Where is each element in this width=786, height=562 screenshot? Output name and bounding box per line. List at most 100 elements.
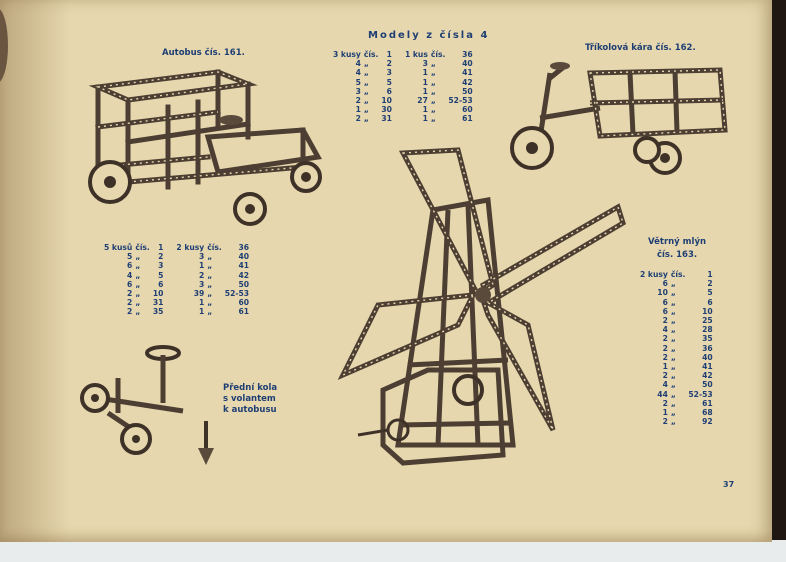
windmill-parts-row: 2„61 [640, 399, 716, 408]
part-cell: 6 [662, 297, 668, 307]
part-cell: 42 [462, 77, 473, 87]
part-cell: 31 [381, 114, 392, 124]
part-cell: „ [207, 270, 213, 280]
part-cell: „ [135, 289, 141, 299]
part-cell: „ [670, 325, 676, 335]
windmill-parts-row: 10„5 [640, 288, 716, 297]
part-cell: 2 kusy [640, 270, 668, 279]
part-cell: 3 [198, 252, 205, 262]
part-cell: „ [670, 352, 676, 362]
part-cell: 36 [462, 50, 473, 59]
part-cell: 44 [657, 389, 668, 399]
part-cell: 35 [152, 307, 164, 317]
part-cell: „ [363, 96, 369, 106]
windmill-parts-row: 2„25 [640, 316, 716, 325]
part-cell: „ [670, 316, 676, 326]
part-cell: 61 [702, 398, 713, 408]
part-cell: 28 [702, 325, 713, 335]
part-cell: „ [135, 270, 141, 280]
part-cell: 41 [238, 261, 250, 271]
part-cell: 36 [702, 343, 713, 353]
part-cell: 3 kusy [333, 50, 361, 59]
windmill-parts-row: 2„42 [640, 371, 716, 380]
part-cell: 6 [158, 279, 164, 289]
bus-model-drawing [88, 69, 322, 226]
part-cell: 50 [238, 279, 250, 289]
part-cell: 60 [238, 298, 250, 308]
part-cell: 2 [127, 307, 133, 317]
part-cell: 3 [422, 59, 428, 69]
windmill-parts-row: 6„10 [640, 307, 716, 316]
part-cell: 2 kusy [176, 243, 205, 252]
part-cell: 50 [462, 86, 473, 96]
part-cell: 6 [127, 279, 133, 289]
part-cell: 6 [662, 306, 668, 316]
front-wheels-caption-line1: Přední kola [223, 383, 278, 393]
part-cell: 2 [662, 352, 668, 362]
windmill-caption: Větrný mlýn čís. 163. [648, 236, 706, 262]
part-cell: 61 [238, 307, 250, 317]
part-cell: „ [363, 105, 369, 115]
part-cell: „ [430, 105, 436, 115]
part-cell: 2 [158, 252, 164, 262]
part-cell: 2 [355, 96, 361, 106]
part-cell: 92 [702, 417, 713, 427]
part-cell: 4 [127, 270, 133, 280]
front-wheels-model-drawing [80, 345, 214, 465]
part-cell: 1 [707, 270, 713, 279]
part-cell: 2 [127, 289, 133, 299]
page-title: Modely z čísla 4 [368, 30, 490, 41]
part-cell: „ [135, 298, 141, 308]
part-cell: 3 [386, 68, 392, 78]
part-cell: „ [207, 289, 213, 299]
part-cell: „ [670, 408, 676, 418]
front-wheels-caption-line3: k autobusu [223, 405, 277, 415]
part-cell: 52-53 [448, 96, 473, 106]
part-cell: 4 [355, 59, 361, 69]
finger-shadow [0, 8, 8, 83]
windmill-parts-row: 2„36 [640, 344, 716, 353]
part-cell: 30 [381, 105, 392, 115]
part-cell: 4 [662, 380, 668, 390]
part-cell: 42 [238, 270, 250, 280]
windmill-parts-row: 44„52-53 [640, 390, 716, 399]
part-cell: 6 [127, 261, 133, 271]
part-cell: „ [363, 86, 369, 96]
part-cell: 1 [198, 261, 205, 271]
part-cell: 5 [355, 77, 361, 87]
part-cell: 1 kus [404, 50, 428, 59]
part-cell: 4 [355, 68, 361, 78]
part-cell: čís. [135, 243, 150, 252]
part-cell: 27 [417, 96, 428, 106]
bus-caption: Autobus čís. 161. [162, 48, 245, 58]
part-cell: 61 [462, 114, 473, 124]
part-cell: 2 [127, 298, 133, 308]
part-cell: 5 [158, 270, 164, 280]
book-edge-right [770, 0, 786, 545]
part-cell: „ [207, 252, 213, 262]
part-cell: „ [670, 279, 676, 289]
part-cell: „ [670, 371, 676, 381]
part-cell: 41 [462, 68, 473, 78]
part-cell: „ [135, 252, 141, 262]
part-cell: 1 [198, 298, 205, 308]
part-cell: „ [430, 59, 436, 69]
part-cell: „ [135, 279, 141, 289]
part-cell: „ [670, 389, 676, 399]
part-cell: 50 [702, 380, 713, 390]
part-cell: 35 [702, 334, 713, 344]
windmill-caption-line2: čís. 163. [656, 250, 698, 260]
